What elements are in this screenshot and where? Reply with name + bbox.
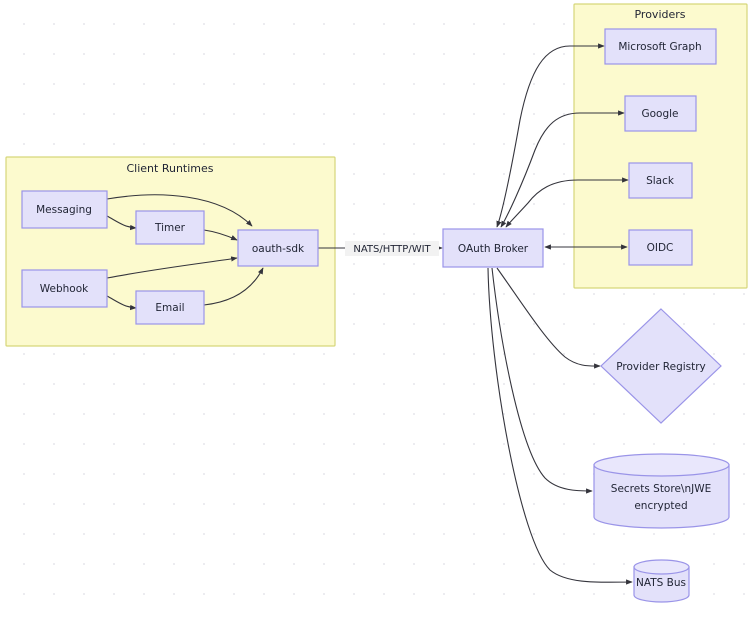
edge-group-broker-to-services: [487, 267, 633, 585]
edge-broker-to-provider-registry: [496, 267, 601, 369]
node-messaging-label: Messaging: [36, 204, 92, 216]
node-microsoft-graph[interactable]: Microsoft Graph: [604, 28, 717, 65]
edge-broker-to-slack: [505, 177, 629, 228]
cluster-client-runtimes-label: Client Runtimes: [126, 162, 213, 175]
cluster-providers-label: Providers: [634, 8, 685, 21]
node-messaging[interactable]: Messaging: [21, 190, 108, 229]
edge-group-client-runtimes: [106, 194, 264, 311]
node-secrets-store-label-line1: Secrets Store\nJWE: [611, 483, 711, 495]
edge-label-background: [345, 241, 439, 256]
edge-timer-to-oauth-sdk: [203, 229, 238, 241]
node-oauth-sdk[interactable]: oauth-sdk: [237, 229, 319, 267]
node-provider-registry-label: Provider Registry: [616, 361, 706, 373]
node-oauth-broker-rect[interactable]: [442, 228, 544, 268]
node-oauth-broker[interactable]: OAuth Broker: [442, 228, 544, 268]
node-secrets-store-body[interactable]: [593, 464, 730, 529]
node-secrets-store-label-line2: encrypted: [634, 500, 687, 512]
edge-messaging-to-timer: [106, 215, 137, 231]
node-provider-registry[interactable]: Provider Registry: [600, 308, 722, 424]
node-nats-bus[interactable]: NATS Bus: [633, 559, 690, 603]
node-webhook-label: Webhook: [40, 283, 89, 295]
node-microsoft-graph-rect[interactable]: [604, 28, 717, 65]
node-oauth-sdk-label: oauth-sdk: [252, 243, 305, 255]
edge-group-broker-to-providers: [496, 43, 629, 250]
edge-broker-to-nats-bus: [487, 267, 633, 585]
edge-broker-to-secrets-store: [491, 267, 593, 494]
node-microsoft-graph-label: Microsoft Graph: [618, 41, 701, 53]
edge-email-to-oauth-sdk: [203, 267, 264, 306]
edge-label-nats-http-wit: NATS/HTTP/WIT: [353, 244, 431, 255]
node-timer-label: Timer: [154, 222, 186, 234]
node-oidc[interactable]: OIDC: [628, 229, 693, 266]
edge-messaging-to-oauth-sdk: [106, 194, 253, 227]
node-email-rect[interactable]: [135, 290, 205, 325]
node-google-rect[interactable]: [624, 95, 697, 132]
node-oidc-rect[interactable]: [628, 229, 693, 266]
node-provider-registry-diamond[interactable]: [600, 308, 722, 424]
node-timer[interactable]: Timer: [135, 210, 205, 245]
node-webhook[interactable]: Webhook: [21, 269, 108, 308]
node-secrets-store[interactable]: Secrets Store\nJWE encrypted: [593, 453, 730, 529]
node-oauth-broker-label: OAuth Broker: [458, 243, 529, 255]
node-google[interactable]: Google: [624, 95, 697, 132]
node-webhook-rect[interactable]: [21, 269, 108, 308]
node-slack[interactable]: Slack: [628, 162, 693, 199]
node-nats-bus-top: [633, 559, 690, 575]
node-nats-bus-label: NATS Bus: [636, 577, 686, 589]
node-google-label: Google: [641, 108, 678, 120]
edge-webhook-to-email: [106, 295, 137, 311]
node-slack-rect[interactable]: [628, 162, 693, 199]
node-timer-rect[interactable]: [135, 210, 205, 245]
node-email[interactable]: Email: [135, 290, 205, 325]
edge-group-sdk-to-broker: NATS/HTTP/WIT: [318, 241, 443, 256]
node-email-label: Email: [155, 302, 184, 314]
edge-webhook-to-oauth-sdk: [106, 256, 238, 279]
node-nats-bus-body[interactable]: [633, 566, 690, 603]
node-messaging-rect[interactable]: [21, 190, 108, 229]
node-oauth-sdk-rect[interactable]: [237, 229, 319, 267]
node-slack-label: Slack: [646, 175, 675, 187]
node-oidc-label: OIDC: [647, 242, 674, 254]
node-secrets-store-top: [593, 453, 730, 477]
